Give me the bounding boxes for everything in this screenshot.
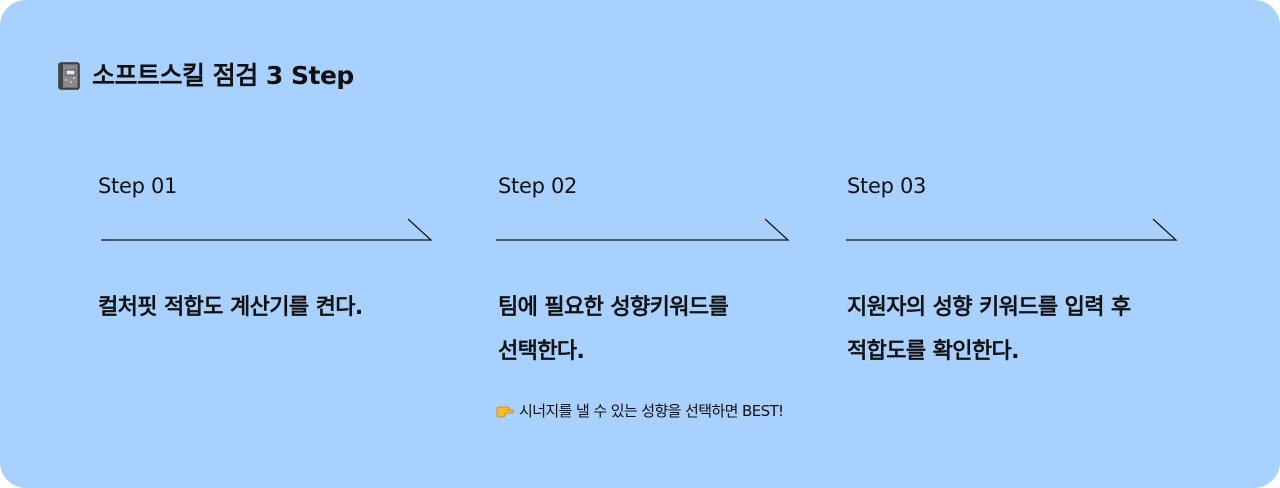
step-description-line: 팀에 필요한 성향키워드를	[498, 295, 729, 320]
step-label: Step 02	[498, 174, 578, 198]
step-description-line: 지원자의 성향 키워드를 입력 후	[847, 295, 1131, 320]
page-title: 소프트스킬 점검 3 Step	[92, 61, 354, 90]
step-label: Step 01	[98, 174, 178, 198]
arrow-line-icon	[101, 218, 433, 241]
step-description-line: 선택한다.	[498, 339, 585, 364]
notebook-icon	[58, 62, 80, 90]
pointing-hand-icon	[496, 406, 514, 418]
step-label: Step 03	[847, 174, 927, 198]
step-description: 팀에 필요한 성향키워드를 선택한다.	[498, 286, 729, 374]
step-card-1: Step 01 컬처핏 적합도 계산기를 켠다.	[98, 170, 438, 320]
card-header: 소프트스킬 점검 3 Step	[58, 58, 354, 94]
arrow-line-icon	[496, 218, 790, 241]
tip-text: 시너지를 낼 수 있는 성향을 선택하면 BEST!	[519, 402, 784, 420]
step-card-3: Step 03 지원자의 성향 키워드를 입력 후 적합도를 확인한다.	[846, 170, 1187, 364]
step-card-2: Step 02 팀에 필요한 성향키워드를 선택한다.	[496, 170, 798, 364]
tip-note: 시너지를 낼 수 있는 성향을 선택하면 BEST!	[496, 400, 784, 422]
step-description: 지원자의 성향 키워드를 입력 후 적합도를 확인한다.	[847, 286, 1131, 374]
step-description-line: 적합도를 확인한다.	[847, 339, 1020, 364]
step-description: 컬처핏 적합도 계산기를 켠다.	[98, 286, 363, 330]
arrow-line-icon	[846, 218, 1178, 241]
step-description-line: 컬처핏 적합도 계산기를 켠다.	[98, 295, 363, 320]
